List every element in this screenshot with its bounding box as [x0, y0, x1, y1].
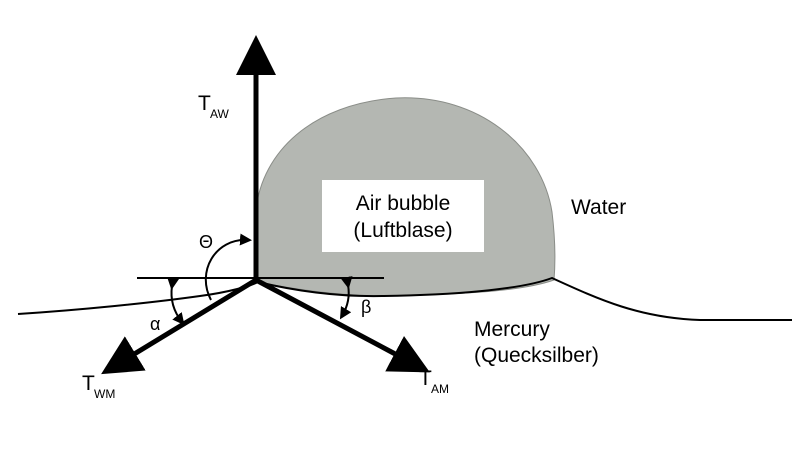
alpha-label: α	[150, 314, 160, 334]
t-wm-subscript: WM	[94, 387, 115, 401]
alpha-angle-arc	[167, 277, 185, 326]
t-am-subscript: AM	[431, 382, 449, 396]
bubble-label-line2: (Luftblase)	[353, 219, 452, 242]
t-wm-vector	[101, 277, 258, 375]
t-aw-subscript: AW	[210, 107, 230, 121]
bubble-label-box	[322, 180, 484, 252]
t-am-label: T	[419, 367, 432, 390]
water-label: Water	[571, 196, 626, 219]
t-wm-label: T	[82, 372, 95, 395]
theta-label: Θ	[199, 232, 213, 252]
bubble-label-line1: Air bubble	[356, 192, 451, 215]
theta-angle-arc	[204, 233, 252, 301]
beta-angle-arc	[339, 276, 353, 320]
t-am-vector	[254, 277, 430, 373]
mercury-surface-line	[17, 276, 792, 322]
mercury-label-line2: (Quecksilber)	[474, 344, 599, 367]
t-aw-label: T	[198, 92, 211, 115]
beta-label: β	[361, 297, 371, 317]
mercury-label-line1: Mercury	[474, 318, 550, 341]
